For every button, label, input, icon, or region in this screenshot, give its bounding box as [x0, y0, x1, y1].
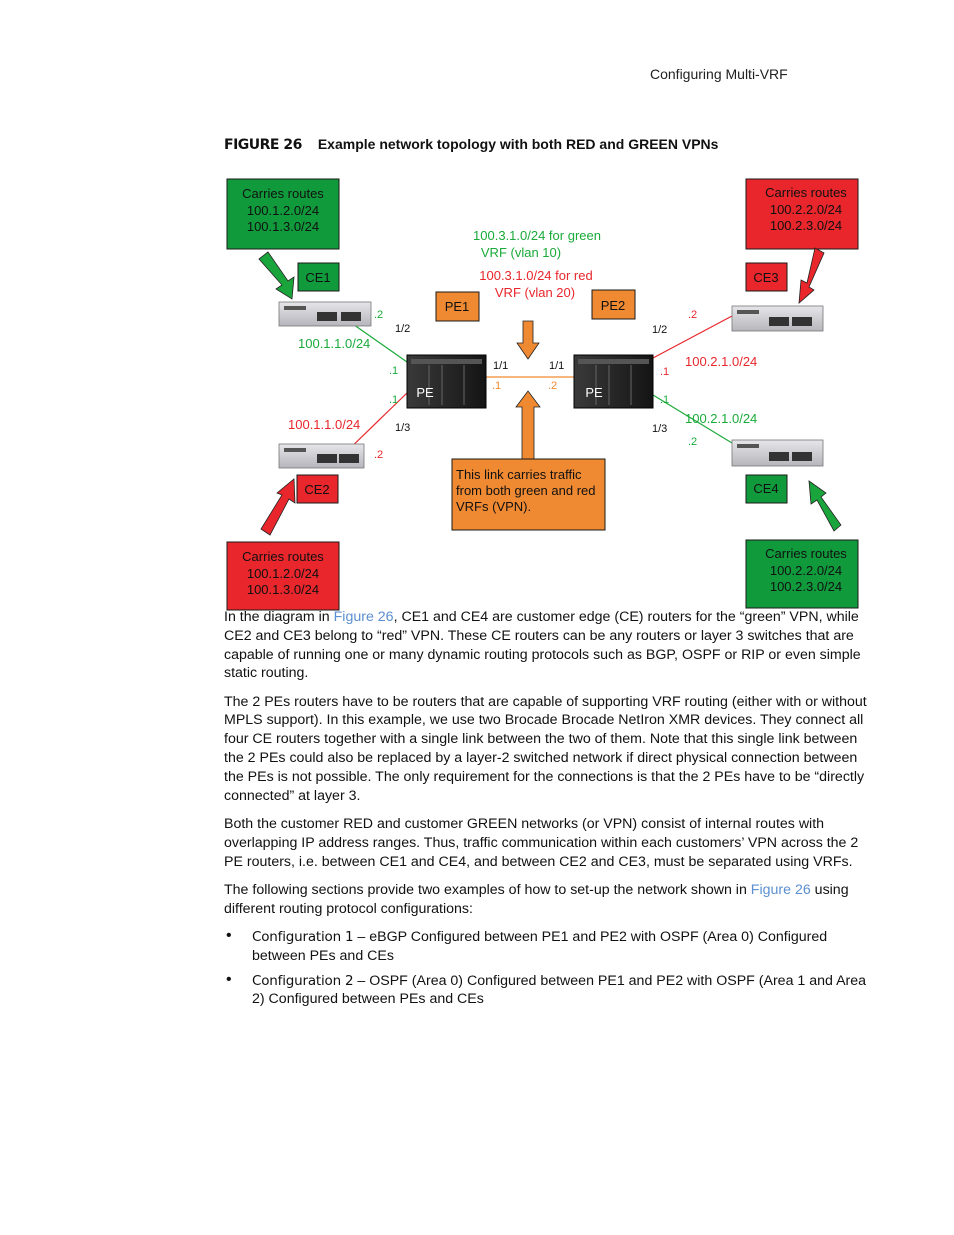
svg-text:100.2.3.0/24: 100.2.3.0/24	[770, 579, 842, 594]
figure-26-link[interactable]: Figure 26	[333, 609, 394, 625]
svg-text:100.1.3.0/24: 100.1.3.0/24	[247, 219, 319, 234]
port-pe2-1-1: 1/1	[549, 360, 564, 372]
svg-text:Carries routes: Carries routes	[765, 185, 847, 200]
ce2-label: CE2	[296, 474, 339, 504]
pe1-router: PE	[406, 354, 487, 409]
network-ce4: 100.2.1.0/24	[685, 411, 757, 426]
paragraph-4: The following sections provide two examp…	[224, 881, 849, 917]
vrf-red-line1: 100.3.1.0/24 for red	[479, 268, 592, 283]
ip-ce4: .2	[688, 436, 697, 448]
svg-text:100.2.3.0/24: 100.2.3.0/24	[770, 218, 842, 233]
ip-pe1-red: .1	[389, 394, 398, 406]
ip-ce3: .2	[688, 309, 697, 321]
svg-text:CE2: CE2	[304, 482, 329, 497]
svg-text:from both green and red: from both green and red	[456, 483, 595, 498]
svg-text:CE3: CE3	[753, 270, 778, 285]
ce4-label: CE4	[745, 474, 788, 504]
ip-pe1-green: .1	[389, 365, 398, 377]
svg-text:Carries routes: Carries routes	[242, 186, 324, 201]
port-pe1-1-1: 1/1	[493, 360, 508, 372]
svg-text:CE1: CE1	[305, 270, 330, 285]
ce1-switch	[278, 301, 372, 327]
svg-text:This link carries traffic: This link carries traffic	[456, 467, 582, 482]
figure-caption: FIGURE 26 Example network topology with b…	[224, 136, 718, 153]
svg-text:100.2.2.0/24: 100.2.2.0/24	[770, 202, 842, 217]
network-ce1: 100.1.1.0/24	[298, 336, 370, 351]
arrow-to-ce3	[798, 247, 825, 304]
svg-text:PE2: PE2	[601, 298, 626, 313]
link-pe2-ce4	[652, 394, 733, 444]
port-pe1-1-3: 1/3	[395, 422, 410, 434]
arrow-to-ce2	[260, 478, 296, 536]
pe2-label: PE2	[591, 289, 636, 320]
bullet-text: – eBGP Configured between PE1 and PE2 wi…	[252, 928, 828, 964]
ce4-switch	[731, 439, 824, 467]
figure-number: FIGURE 26	[224, 137, 302, 153]
arrow-down-to-link	[516, 320, 540, 360]
svg-text:100.1.2.0/24: 100.1.2.0/24	[247, 566, 319, 581]
figure-title: Example network topology with both RED a…	[317, 136, 719, 152]
bullet-text: – OSPF (Area 0) Configured between PE1 a…	[252, 972, 867, 1008]
ip-ce1: .2	[374, 309, 383, 321]
network-ce3: 100.2.1.0/24	[685, 354, 757, 369]
shared-link-note: This link carries traffic from both gree…	[451, 458, 606, 531]
svg-text:PE: PE	[416, 385, 434, 400]
svg-text:PE1: PE1	[445, 299, 470, 314]
bullet-term: Configuration 2	[252, 972, 354, 989]
bullet-icon: •	[226, 970, 232, 988]
vrf-green-line2: VRF (vlan 10)	[481, 245, 561, 260]
ce2-switch	[278, 443, 365, 469]
route-box-top-left: Carries routes 100.1.2.0/24 100.1.3.0/24	[226, 178, 340, 250]
body-text: In the diagram in Figure 26, CE1 and CE4…	[224, 608, 870, 1015]
ce3-switch	[731, 305, 824, 332]
ip-ce2: .2	[374, 449, 383, 461]
running-header: Configuring Multi-VRF	[650, 66, 788, 82]
list-item: • Configuration 2 – OSPF (Area 0) Configu…	[224, 970, 870, 1010]
port-pe1-1-2: 1/2	[395, 323, 410, 335]
arrow-up-to-link	[515, 390, 541, 460]
ip-pe1-link: .1	[492, 380, 501, 392]
svg-text:CE4: CE4	[753, 481, 778, 496]
arrow-to-ce1	[258, 251, 295, 300]
list-item: • Configuration 1 – eBGP Configured betwe…	[224, 926, 870, 966]
network-topology-diagram: Carries routes 100.1.2.0/24 100.1.3.0/24…	[226, 178, 859, 611]
paragraph-2: The 2 PEs routers have to be routers tha…	[224, 693, 867, 804]
ip-pe2-red: .1	[660, 366, 669, 378]
configuration-list: • Configuration 1 – eBGP Configured betwe…	[224, 926, 870, 1010]
svg-text:100.1.2.0/24: 100.1.2.0/24	[247, 203, 319, 218]
paragraph-3: Both the customer RED and customer GREEN…	[224, 815, 859, 870]
link-pe2-ce3	[652, 315, 733, 359]
vrf-red-line2: VRF (vlan 20)	[495, 285, 575, 300]
route-box-bottom-left: Carries routes 100.1.2.0/24 100.1.3.0/24	[226, 541, 340, 611]
svg-text:Carries routes: Carries routes	[765, 546, 847, 561]
route-box-top-right: Carries routes 100.2.2.0/24 100.2.3.0/24	[745, 178, 859, 250]
route-box-bottom-right: Carries routes 100.2.2.0/24 100.2.3.0/24	[745, 539, 859, 609]
pe1-label: PE1	[435, 291, 480, 322]
port-pe2-1-2: 1/2	[652, 324, 667, 336]
vrf-green-line1: 100.3.1.0/24 for green	[473, 228, 601, 243]
paragraph-1: In the diagram in Figure 26, CE1 and CE4…	[224, 609, 861, 682]
svg-text:100.1.3.0/24: 100.1.3.0/24	[247, 582, 319, 597]
pe2-router: PE	[573, 354, 654, 409]
arrow-to-ce4	[808, 480, 842, 532]
ip-pe2-link: .2	[548, 380, 557, 392]
network-ce2: 100.1.1.0/24	[288, 417, 360, 432]
svg-text:Carries routes: Carries routes	[242, 549, 324, 564]
svg-text:100.2.2.0/24: 100.2.2.0/24	[770, 563, 842, 578]
ip-pe2-green: .1	[660, 394, 669, 406]
svg-text:VRFs (VPN).: VRFs (VPN).	[456, 499, 531, 514]
bullet-term: Configuration 1	[252, 928, 354, 945]
svg-text:PE: PE	[585, 385, 603, 400]
figure-26-link[interactable]: Figure 26	[750, 881, 811, 898]
port-pe2-1-3: 1/3	[652, 423, 667, 435]
bullet-icon: •	[226, 926, 232, 944]
ce3-label: CE3	[745, 262, 788, 292]
ce1-label: CE1	[297, 262, 340, 292]
